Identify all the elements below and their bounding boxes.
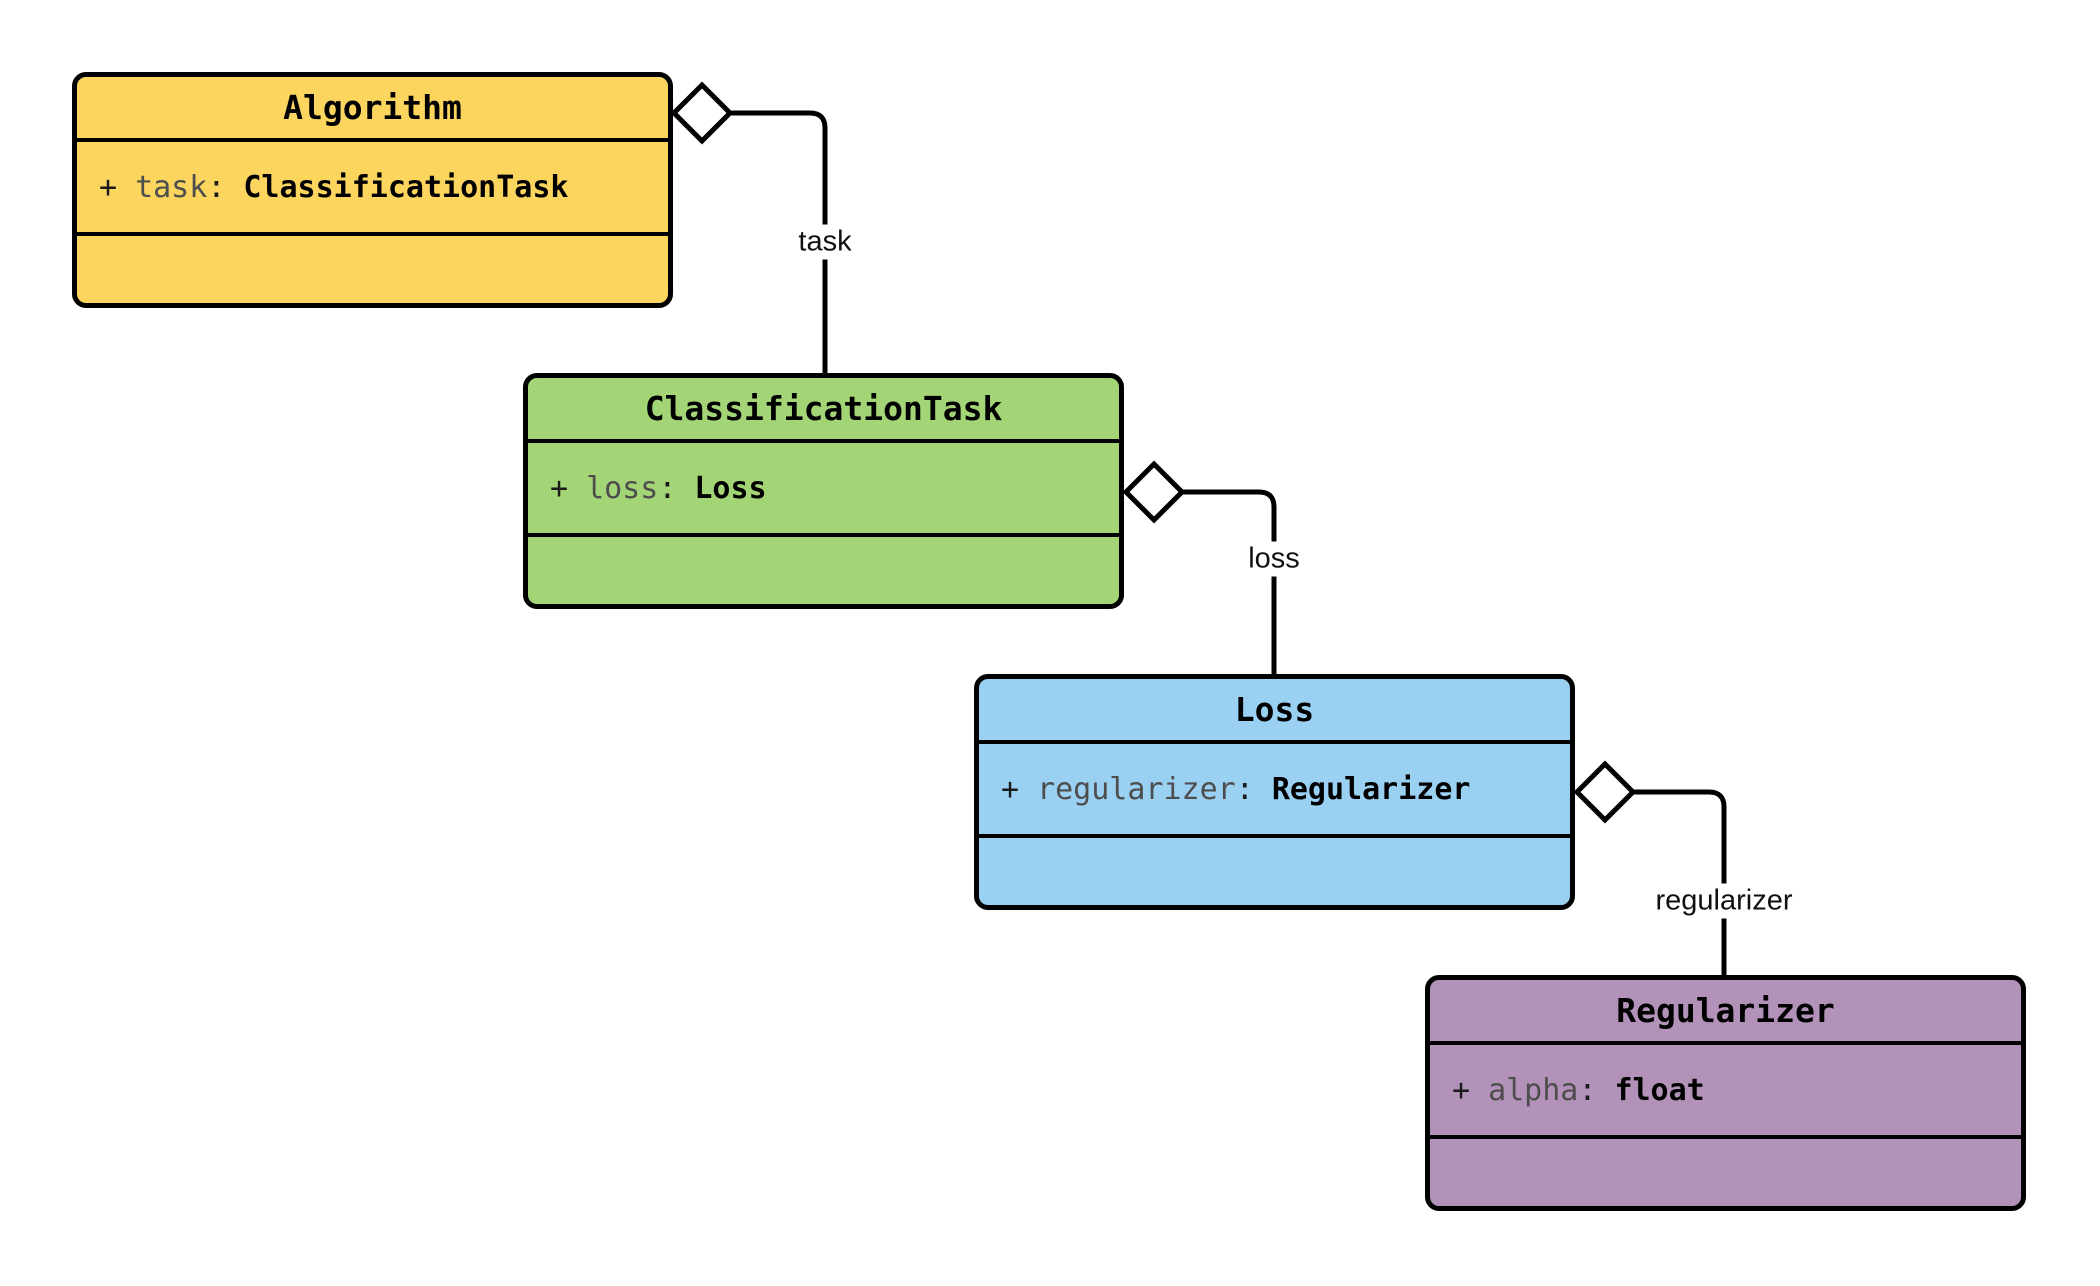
class-title: Regularizer <box>1430 980 2021 1045</box>
class-attribute: + loss: Loss <box>550 471 767 506</box>
attribute-type: float <box>1614 1072 1705 1108</box>
class-title: Loss <box>979 679 1570 744</box>
attribute-name: regularizer <box>1037 771 1236 807</box>
class-box-loss: Loss + regularizer: Regularizer <box>974 674 1575 910</box>
attribute-colon: : <box>1578 1072 1597 1108</box>
attribute-name: loss <box>586 470 659 506</box>
relation-line-regularizer <box>1633 789 1727 976</box>
relation-label-regularizer: regularizer <box>1648 883 1800 919</box>
attribute-visibility: + <box>99 169 118 205</box>
class-attributes-compartment: + task: ClassificationTask <box>77 142 668 236</box>
attribute-type: Regularizer <box>1271 771 1471 807</box>
aggregation-diamond-icon-task <box>670 81 734 145</box>
relation-line-loss <box>1182 489 1277 675</box>
relation-label-loss: loss <box>1241 541 1307 577</box>
class-methods-compartment-empty <box>1430 1139 2021 1206</box>
attribute-name: alpha <box>1488 1072 1579 1108</box>
attribute-visibility: + <box>550 470 569 506</box>
class-title: ClassificationTask <box>528 378 1119 443</box>
attribute-type: ClassificationTask <box>243 169 569 205</box>
class-methods-compartment-empty <box>979 838 1570 905</box>
attribute-visibility: + <box>1001 771 1020 807</box>
attribute-name: task <box>135 169 208 205</box>
attribute-colon: : <box>658 470 677 506</box>
class-attributes-compartment: + loss: Loss <box>528 443 1119 537</box>
class-methods-compartment-empty <box>528 537 1119 604</box>
class-attributes-compartment: + alpha: float <box>1430 1045 2021 1139</box>
class-attribute: + regularizer: Regularizer <box>1001 772 1471 807</box>
class-attribute: + alpha: float <box>1452 1073 1705 1108</box>
class-box-classificationtask: ClassificationTask + loss: Loss <box>523 373 1124 609</box>
attribute-visibility: + <box>1452 1072 1471 1108</box>
class-attribute: + task: ClassificationTask <box>99 170 568 205</box>
attribute-colon: : <box>207 169 226 205</box>
class-box-regularizer: Regularizer + alpha: float <box>1425 975 2026 1211</box>
class-box-algorithm: Algorithm + task: ClassificationTask <box>72 72 673 308</box>
aggregation-diamond-icon-loss <box>1122 460 1186 524</box>
relation-line-task <box>730 110 828 374</box>
class-title: Algorithm <box>77 77 668 142</box>
attribute-type: Loss <box>694 470 767 506</box>
class-attributes-compartment: + regularizer: Regularizer <box>979 744 1570 838</box>
aggregation-diamond-icon-regularizer <box>1573 760 1637 824</box>
class-methods-compartment-empty <box>77 236 668 303</box>
attribute-colon: : <box>1235 771 1254 807</box>
relation-label-task: task <box>791 224 859 260</box>
